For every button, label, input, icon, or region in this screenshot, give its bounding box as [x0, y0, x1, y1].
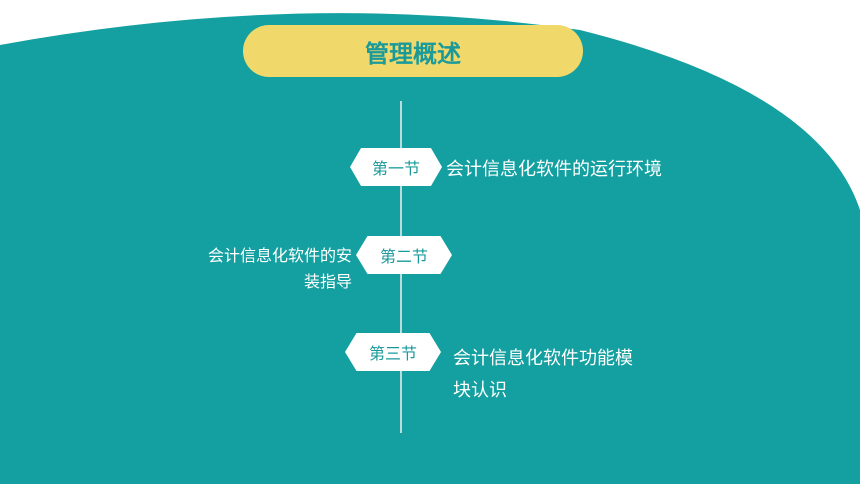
section-3-description: 会计信息化软件功能模 块认识: [453, 343, 633, 407]
section-3-description-line1: 会计信息化软件功能模: [453, 348, 633, 369]
section-2-tag[interactable]: 第二节: [356, 236, 452, 274]
section-1-tag[interactable]: 第一节: [350, 148, 442, 186]
page-title: 管理概述: [243, 25, 583, 77]
section-1-description: 会计信息化软件的运行环境: [446, 157, 662, 183]
section-1-description-line1: 会计信息化软件的运行环境: [446, 159, 662, 180]
section-2-description: 会计信息化软件的安 装指导: [170, 243, 352, 295]
section-2-description-line2: 装指导: [303, 272, 352, 291]
section-3-description-line2: 块认识: [453, 380, 507, 401]
section-3-tag[interactable]: 第三节: [345, 333, 441, 371]
section-2-description-line1: 会计信息化软件的安: [207, 246, 352, 265]
